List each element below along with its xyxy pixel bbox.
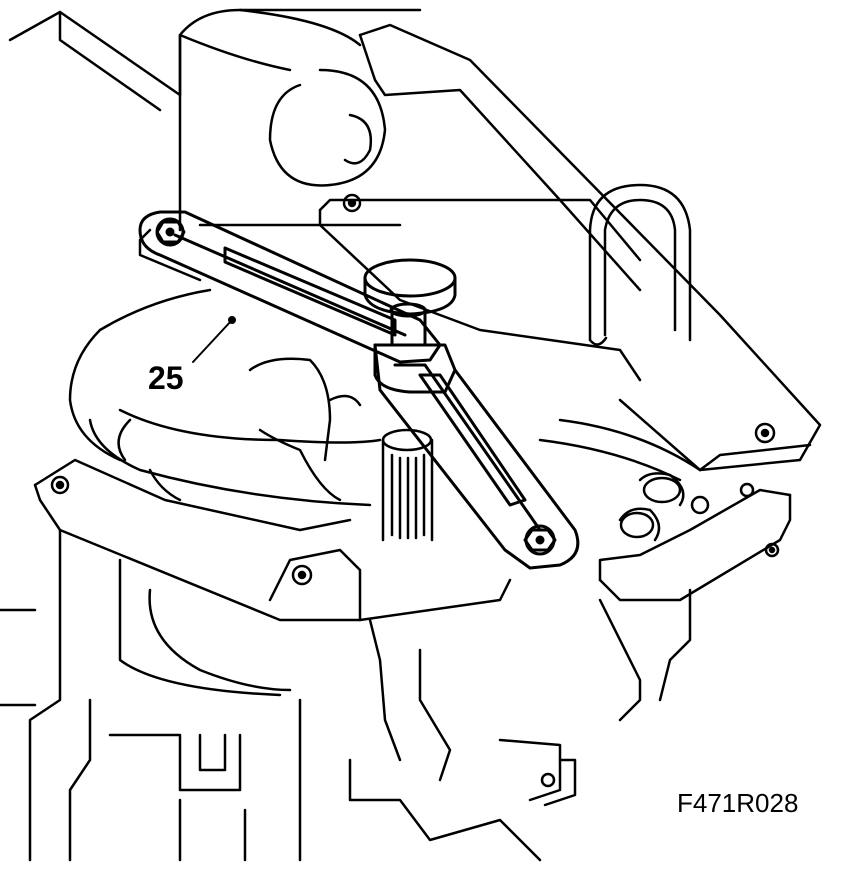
callout-label-25: 25 <box>148 360 184 396</box>
lower-housing <box>0 528 692 862</box>
support-bracket <box>318 23 822 472</box>
side-bolts <box>618 472 685 542</box>
callout-25-leader <box>192 316 236 363</box>
housing-flange <box>33 458 792 622</box>
lifting-eye <box>588 183 692 346</box>
engine-upper-housing <box>8 8 422 232</box>
figure-code: F471R028 <box>677 788 799 818</box>
bell-housing <box>68 223 702 507</box>
holding-tool <box>138 210 580 570</box>
